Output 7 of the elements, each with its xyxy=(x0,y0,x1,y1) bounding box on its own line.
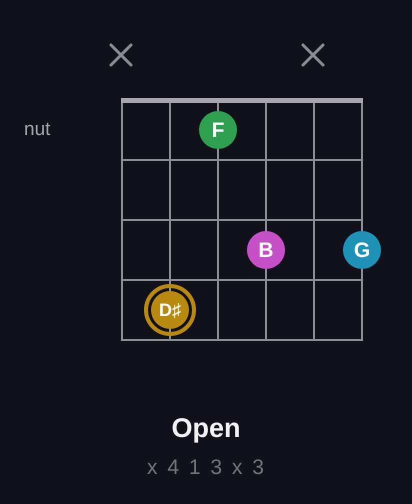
root-note-dot: D♯ xyxy=(144,284,196,336)
chord-title: Open xyxy=(170,412,242,444)
fingering-label: x 4 1 3 x 3 xyxy=(146,455,266,481)
note-dot: G xyxy=(343,231,381,269)
nut-label: nut xyxy=(24,119,50,141)
note-dot: F xyxy=(199,111,237,149)
note-dot: B xyxy=(247,231,285,269)
